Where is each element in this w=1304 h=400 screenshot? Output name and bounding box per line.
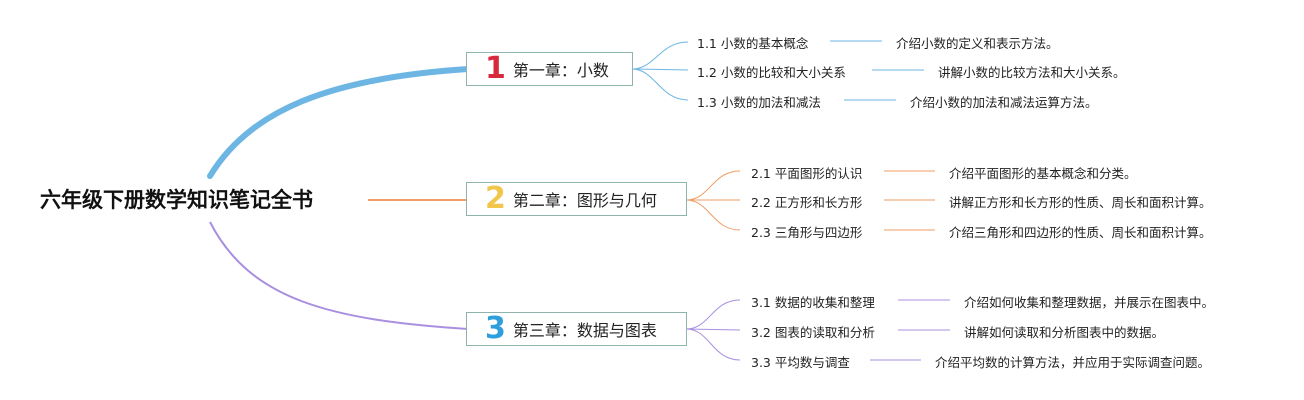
sub-branch-3-2 (685, 328, 741, 331)
chapter-label-2: 第二章：图形与几何 (512, 191, 657, 210)
topic-desc-3-2[interactable]: 讲解如何读取和分析图表中的数据。 (964, 325, 1165, 340)
sub-branch-2-3 (685, 199, 741, 231)
chapter-label-1: 第一章：小数 (512, 61, 609, 80)
chapter-number-1: 1 (485, 51, 506, 86)
topic-3-3[interactable]: 3.3 平均数与调查 (751, 355, 850, 370)
topic-1-1[interactable]: 1.1 小数的基本概念 (697, 36, 809, 51)
topic-1-2[interactable]: 1.2 小数的比较和大小关系 (697, 65, 846, 80)
topic-1-3[interactable]: 1.3 小数的加法和减法 (697, 95, 821, 110)
sub-branch-3-3 (685, 328, 741, 361)
chapter-node-1[interactable]: 1 第一章：小数 (466, 52, 633, 86)
topic-desc-1-2[interactable]: 讲解小数的比较方法和大小关系。 (938, 65, 1126, 80)
root-title[interactable]: 六年级下册数学知识笔记全书 (40, 188, 313, 212)
topic-3-1[interactable]: 3.1 数据的收集和整理 (751, 295, 875, 310)
topic-desc-2-3[interactable]: 介绍三角形和四边形的性质、周长和面积计算。 (949, 225, 1212, 240)
sub-branch-1-1 (631, 41, 689, 70)
topic-2-2[interactable]: 2.2 正方形和长方形 (751, 195, 863, 210)
topic-desc-3-1[interactable]: 介绍如何收集和整理数据，并展示在图表中。 (964, 295, 1215, 310)
chapter-node-2[interactable]: 2 第二章：图形与几何 (466, 182, 687, 216)
chapter-number-2: 2 (485, 181, 506, 216)
topic-3-2[interactable]: 3.2 图表的读取和分析 (751, 325, 875, 340)
topic-desc-1-3[interactable]: 介绍小数的加法和减法运算方法。 (910, 95, 1098, 110)
topic-2-1[interactable]: 2.1 平面图形的认识 (751, 166, 863, 181)
topic-desc-2-2[interactable]: 讲解正方形和长方形的性质、周长和面积计算。 (949, 195, 1212, 210)
topic-desc-3-3[interactable]: 介绍平均数的计算方法，并应用于实际调查问题。 (935, 355, 1211, 370)
chapter-number-3: 3 (485, 311, 506, 346)
sub-branch-1-2 (631, 68, 689, 71)
sub-branch-2-1 (685, 170, 741, 201)
topic-desc-1-1[interactable]: 介绍小数的定义和表示方法。 (896, 36, 1059, 51)
sub-branch-1-3 (631, 68, 689, 101)
chapter-node-3[interactable]: 3 第三章：数据与图表 (466, 312, 687, 346)
branch-chapter-1 (207, 66, 471, 179)
chapter-label-3: 第三章：数据与图表 (512, 321, 657, 340)
branch-chapter-3 (209, 221, 469, 330)
topic-2-3[interactable]: 2.3 三角形与四边形 (751, 225, 863, 240)
topic-desc-2-1[interactable]: 介绍平面图形的基本概念和分类。 (949, 166, 1137, 181)
sub-branch-3-1 (685, 299, 741, 330)
